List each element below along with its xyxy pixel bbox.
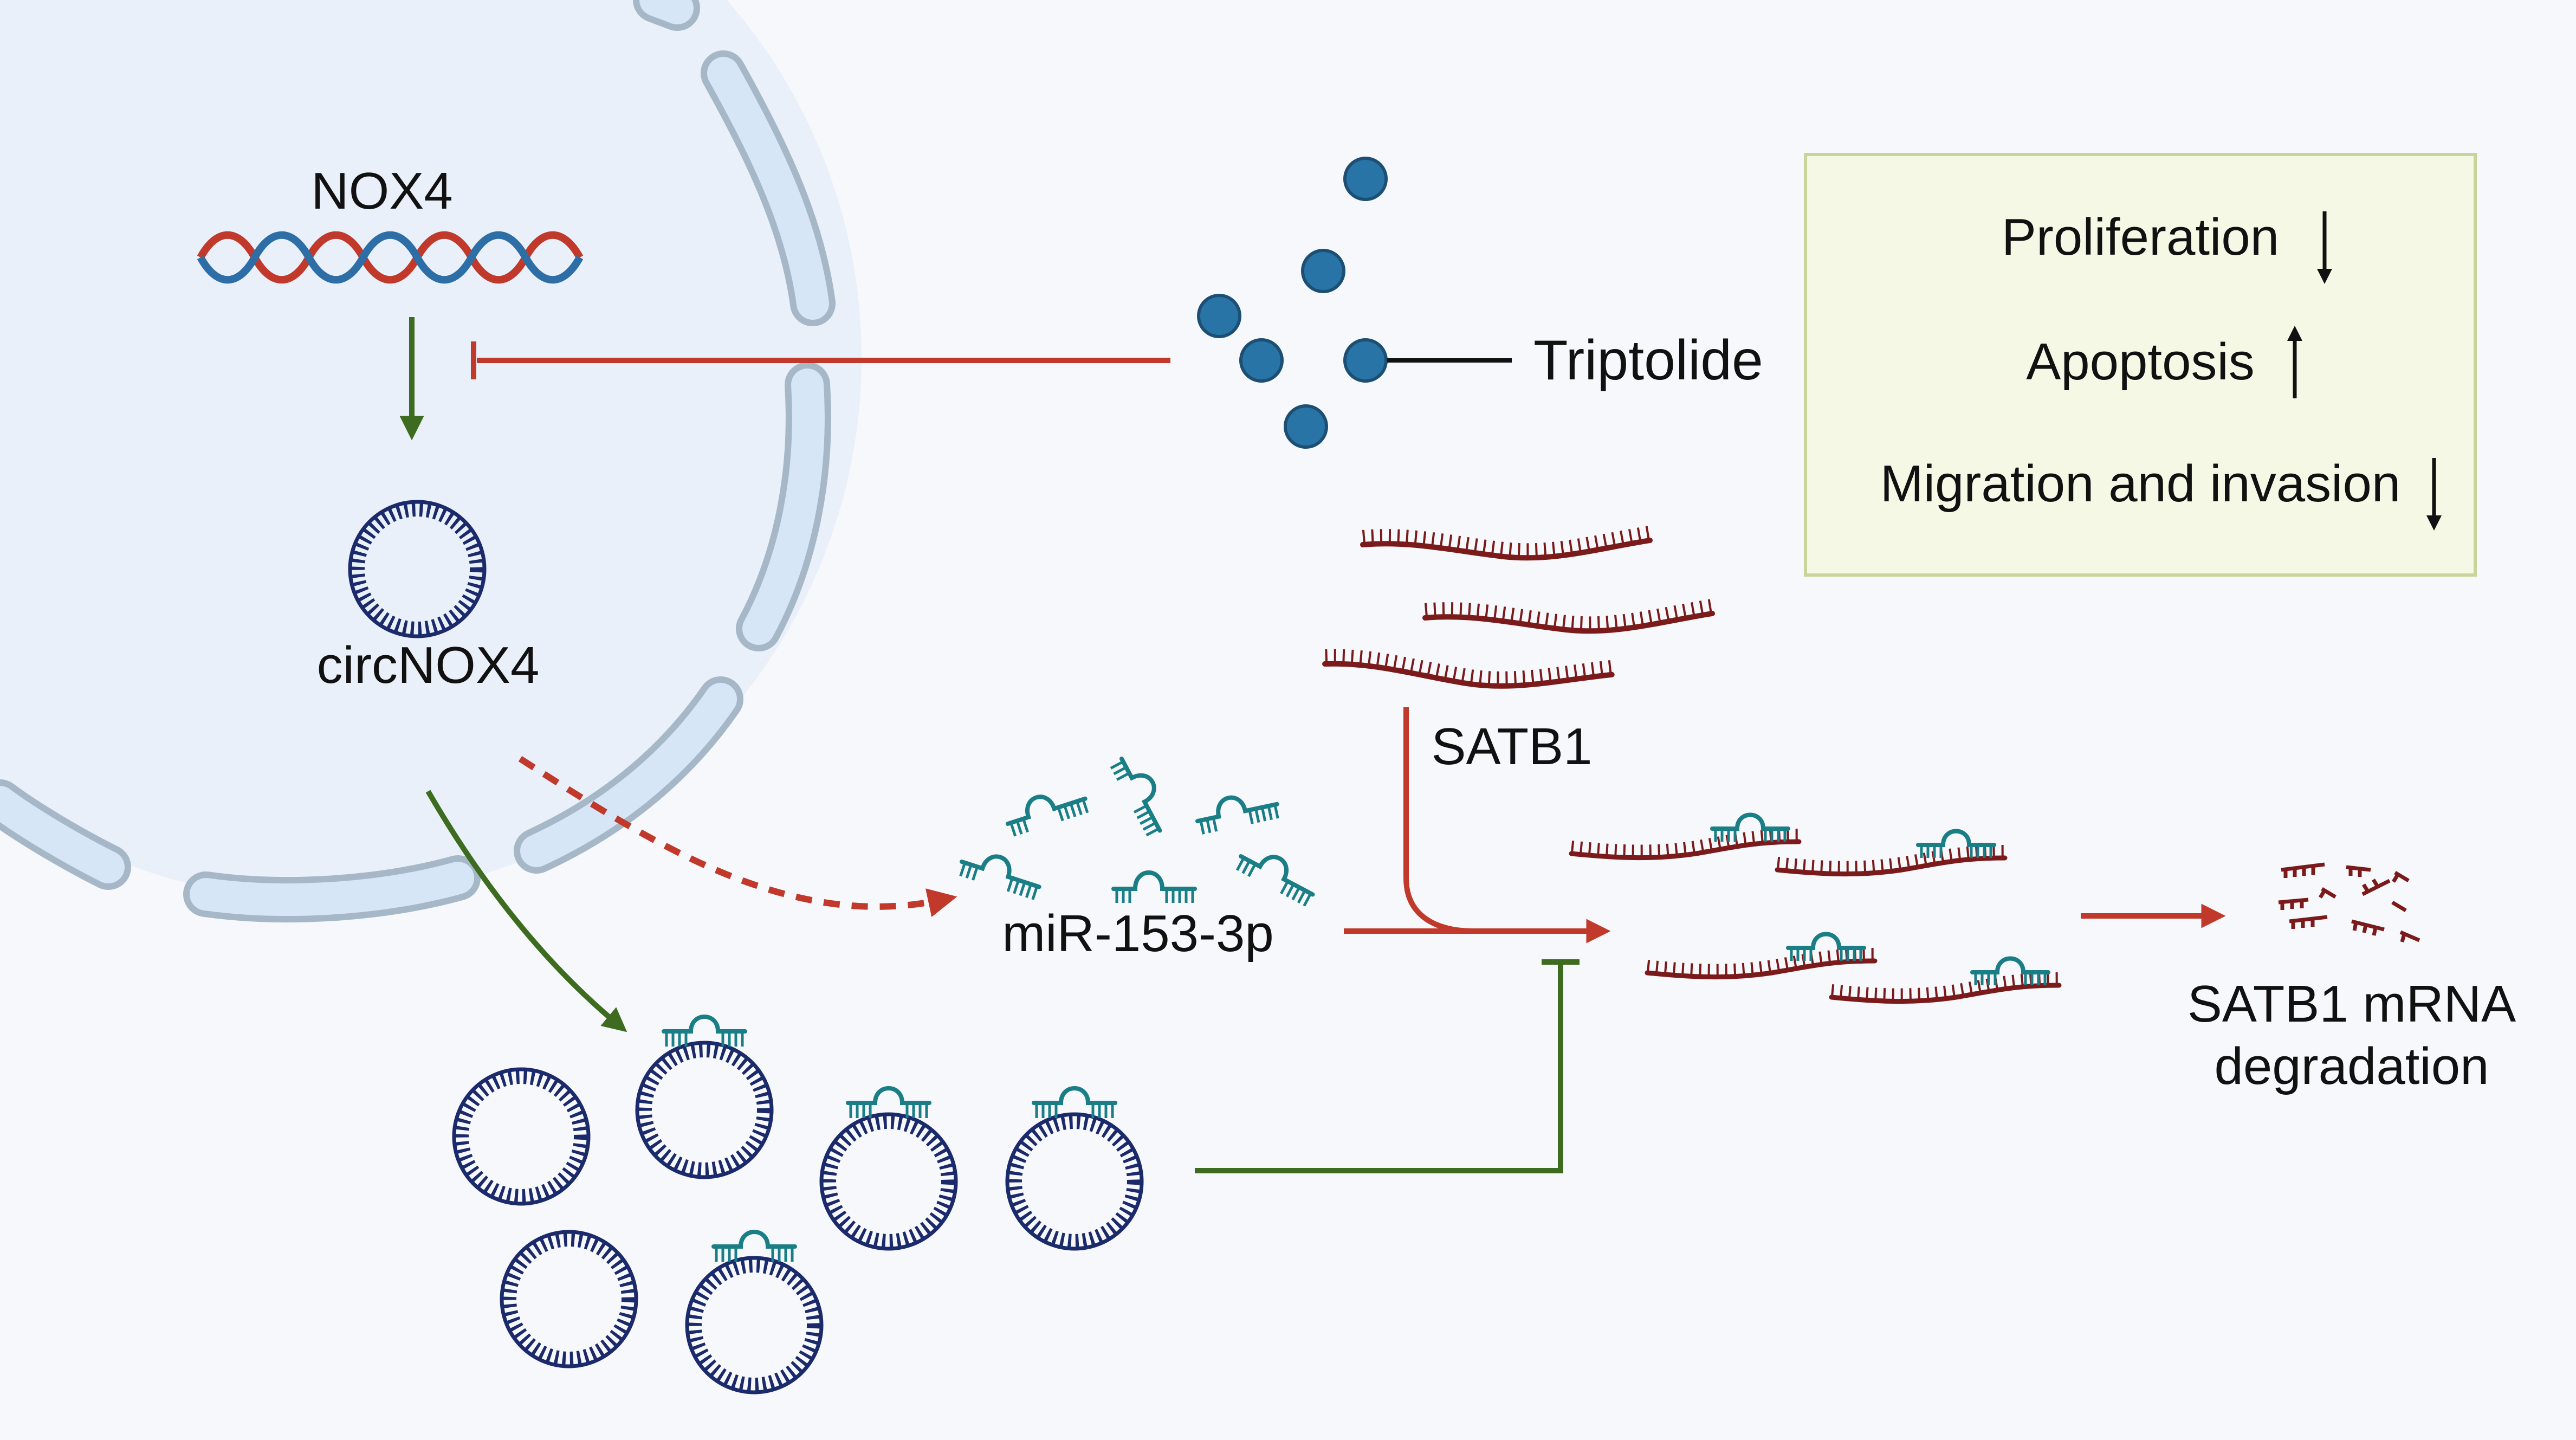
effect-label: Migration and invasion bbox=[1880, 455, 2401, 513]
circnox4-to-sponge-arrow bbox=[425, 790, 627, 1032]
circnox4-label: circNOX4 bbox=[317, 636, 540, 694]
effects-box: Proliferation Apoptosis Migration and in… bbox=[1804, 153, 2477, 577]
degradation-label-line2: degradation bbox=[2214, 1037, 2489, 1095]
sponge-inhibition-line bbox=[1195, 965, 1563, 1173]
satb1-label: SATB1 bbox=[1432, 718, 1593, 776]
effect-label: Proliferation bbox=[2002, 208, 2279, 266]
dna-helix-icon bbox=[197, 231, 584, 284]
mirna-label: miR-153-3p bbox=[1002, 905, 1274, 963]
triptolide-molecule-icon bbox=[1197, 157, 1388, 449]
effect-migration-invasion: Migration and invasion bbox=[1880, 455, 2442, 531]
effect-proliferation: Proliferation bbox=[2002, 208, 2332, 284]
nox4-label: NOX4 bbox=[311, 162, 452, 220]
effect-label: Apoptosis bbox=[2026, 333, 2255, 391]
degradation-label-line1: SATB1 mRNA bbox=[2187, 975, 2516, 1033]
circnox4-to-mirna-dashed-arrow bbox=[518, 755, 957, 918]
triptolide-label: Triptolide bbox=[1533, 329, 1763, 392]
mrna-fragment-icon bbox=[2278, 862, 2420, 942]
nucleus bbox=[0, 0, 862, 922]
effect-apoptosis: Apoptosis bbox=[2026, 326, 2302, 398]
